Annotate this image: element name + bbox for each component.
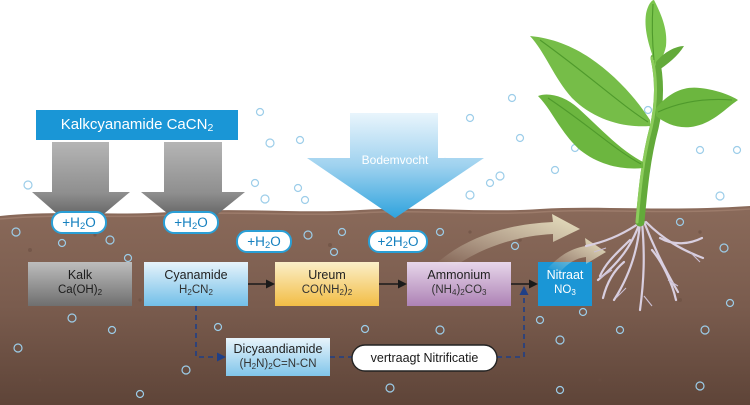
plant [530,0,738,227]
compound-dicyaandiamide: Dicyaandiamide (H2N)2C=N-CN [226,342,330,371]
box-cyanamide [144,262,248,306]
compound-ureum: Ureum CO(NH2)2 [275,268,379,297]
inhibition-label: vertraagt Nitrificatie [370,351,479,365]
water-label-3-sub: 2 [264,240,271,251]
water-label-3-pre: +H [247,234,265,249]
formula-part: NO [554,284,572,296]
plant-roots-fine [593,247,701,307]
formula-part: H [179,284,188,296]
formula-part: (NH [431,284,452,296]
compound-ammonium-name: Ammonium [427,268,491,282]
water-label-1-sub: 2 [79,221,86,232]
water-label-2: +H2O [163,211,219,234]
compound-nitraat-formula: NO3 [538,283,592,297]
leaf-left-upper [530,36,650,127]
water-label-3: +H2O [236,230,292,253]
formula-subscript: 4 [451,288,457,297]
title-banner [36,110,238,140]
leaf-left-lower [538,94,643,169]
box-ureum [275,262,379,306]
water-label-4: +2H2O [368,230,428,253]
formula-part: CO [464,284,483,296]
formula-subscript: 2 [208,288,213,297]
plant-stem-highlight [635,56,658,224]
uptake-arrow-lower [548,238,606,272]
water-label-2-sub: 2 [191,221,198,232]
leaf-right [656,87,738,128]
compound-nitraat-name: Nitraat [546,268,584,282]
box-kalk [28,262,132,306]
title-subscript: 2 [207,122,214,134]
formula-subscript: 3 [571,288,576,297]
downward-arrow-right [141,142,245,234]
compound-ureum-formula: CO(NH2)2 [275,283,379,297]
box-ammonium [407,262,511,306]
formula-part: CO(NH [301,284,340,296]
formula-subscript: 2 [347,288,353,297]
leaf-veins [539,3,733,165]
soil-moisture-arrow [307,113,484,218]
compound-ammonium-formula: (NH4)2CO3 [407,283,511,297]
water-label-4-sub: 2 [402,240,408,251]
compound-ammonium: Ammonium (NH4)2CO3 [407,268,511,297]
compound-kalk-name: Kalk [67,268,93,282]
nitrification-arrowhead [519,286,529,295]
flow-arrows [248,279,538,289]
formula-subscript: 2 [251,362,257,371]
formula-subscript: 2 [460,288,465,297]
dicyaandiamide-arrowhead [217,352,226,362]
formula-subscript: 2 [339,288,344,297]
compound-nitraat: Nitraat NO3 [538,268,592,297]
compound-kalk: Kalk Ca(OH)2 [28,268,132,297]
formula-subscript: 2 [268,362,273,371]
water-label-1-post: O [85,215,96,230]
water-label-4-pre: +2H [377,234,403,249]
uptake-arrow-upper [438,214,580,266]
soil-specks [28,230,702,382]
compound-dicyaandiamide-name: Dicyaandiamide [233,342,323,356]
formula-part: Ca(OH) [57,284,98,296]
compound-cyanamide-formula: H2CN2 [144,283,248,297]
water-label-2-post: O [197,215,208,230]
formula-part: ) [456,284,461,296]
box-nitraat [538,262,592,306]
compound-kalk-formula: Ca(OH)2 [28,283,132,297]
compound-cyanamide: Cyanamide H2CN2 [144,268,248,297]
water-label-2-pre: +H [174,215,192,230]
compound-dicyaandiamide-formula: (H2N)2C=N-CN [226,357,330,371]
water-label-1-pre: +H [62,215,80,230]
formula-part: (H [239,358,252,370]
water-label-1: +H2O [51,211,107,234]
plant-stem [635,53,664,227]
inhibition-pill [351,344,498,372]
plant-roots [584,220,705,312]
water-label-4-post: O [407,234,419,249]
formula-subscript: 3 [482,288,487,297]
compound-cyanamide-name: Cyanamide [164,268,228,282]
leaf-top [645,0,667,66]
formula-part: C=N-CN [272,358,317,370]
title-text: Kalkcyanamide CaCN [60,116,208,133]
formula-subscript: 2 [97,288,103,297]
soil-moisture-label: Bodemvocht [361,153,429,167]
formula-part: CN [191,284,209,296]
formula-part: ) [343,284,348,296]
formula-part: N) [256,358,269,370]
leaf-top-small [656,46,684,72]
soil-surface-texture [0,208,750,220]
box-dicyaandiamide [226,338,330,376]
water-label-3-post: O [270,234,281,249]
compound-ureum-name: Ureum [308,268,346,282]
dicyaandiamide-path [195,292,525,358]
formula-subscript: 2 [187,288,192,297]
diagram-title: Kalkcyanamide CaCN2 [36,110,238,140]
